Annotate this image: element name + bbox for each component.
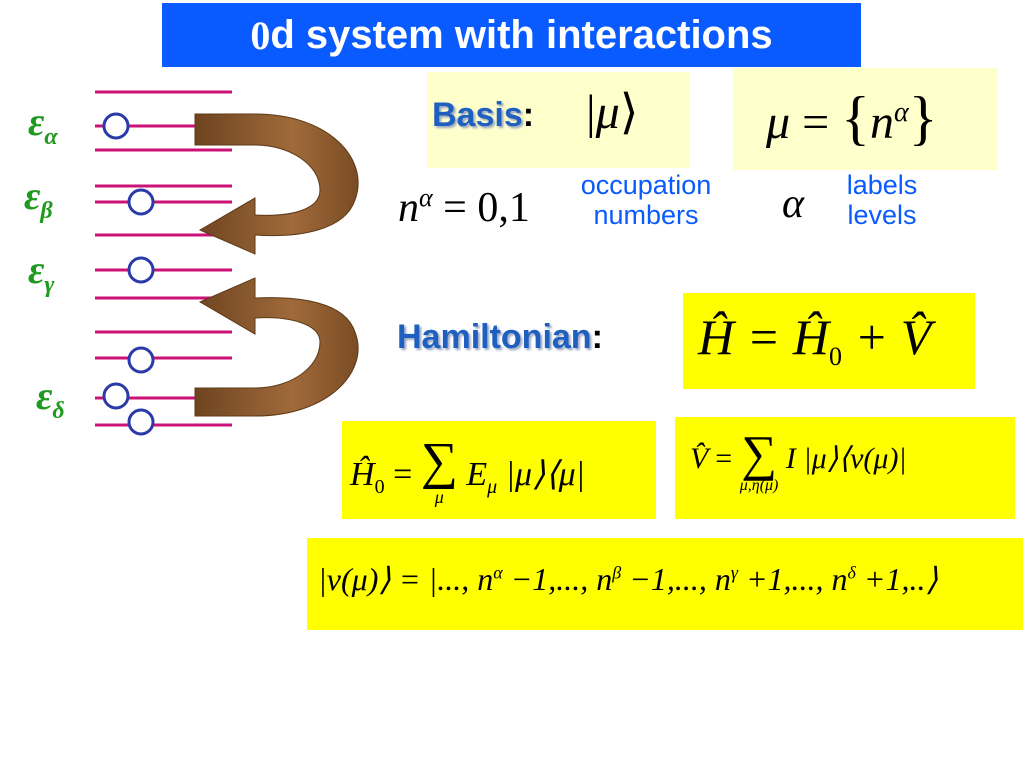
- occupation-numbers-label: occupation numbers: [580, 170, 712, 230]
- nu-equation: |ν(μ)⟩ = |..., nα −1,..., nβ −1,..., nγ …: [318, 561, 938, 597]
- epsilon-delta-label: εδ: [36, 373, 65, 424]
- h0-box: [342, 421, 656, 519]
- basis-heading: Basis:: [432, 96, 535, 134]
- epsilon-gamma-label: εγ: [28, 247, 55, 298]
- nu-box: [307, 538, 1023, 630]
- electron-circle: [127, 188, 155, 216]
- energy-level-diagram: [95, 90, 359, 436]
- h0-sum-index: μ: [434, 487, 444, 507]
- curved-arrow-lower: [194, 277, 359, 417]
- electron-circle: [127, 256, 155, 284]
- electron-circle: [102, 382, 130, 410]
- alpha-symbol: α: [782, 181, 805, 227]
- title-text: d system with interactions: [270, 12, 773, 57]
- epsilon-alpha-label: εα: [28, 99, 58, 150]
- h0-equation: Ĥ0 = ∑ μ Eμ |μ⟩⟨μ|: [350, 433, 586, 507]
- v-equation: V̂ = ∑ μ,η(μ) I |μ⟩⟨ν(μ)|: [690, 425, 907, 494]
- electron-circle: [127, 408, 155, 436]
- alpha-levels-label: labels levels: [846, 170, 918, 230]
- basis-box: [427, 72, 689, 168]
- v-sum-symbol: ∑: [741, 425, 777, 481]
- electron-circle: [127, 346, 155, 374]
- epsilon-beta-label: εβ: [24, 173, 53, 224]
- v-box: [675, 417, 1015, 519]
- electron-circle: [102, 112, 130, 140]
- basis-set-box: [733, 68, 998, 170]
- title-zero: 0: [250, 12, 271, 58]
- hamiltonian-heading: Hamiltonian:: [397, 318, 603, 356]
- electrons: [102, 112, 155, 436]
- h0-sum-symbol: ∑: [420, 433, 458, 490]
- v-sum-index: μ,η(μ): [739, 477, 779, 494]
- curved-arrow-upper: [194, 113, 359, 255]
- hamiltonian-equation: Ĥ = Ĥ0 + V̂: [698, 309, 932, 371]
- hamiltonian-box: [683, 293, 975, 389]
- basis-set-equation: μ = {nα}: [766, 85, 938, 151]
- basis-ket: |μ⟩: [586, 86, 639, 139]
- occupation-equation: nα = 0,1: [398, 183, 530, 232]
